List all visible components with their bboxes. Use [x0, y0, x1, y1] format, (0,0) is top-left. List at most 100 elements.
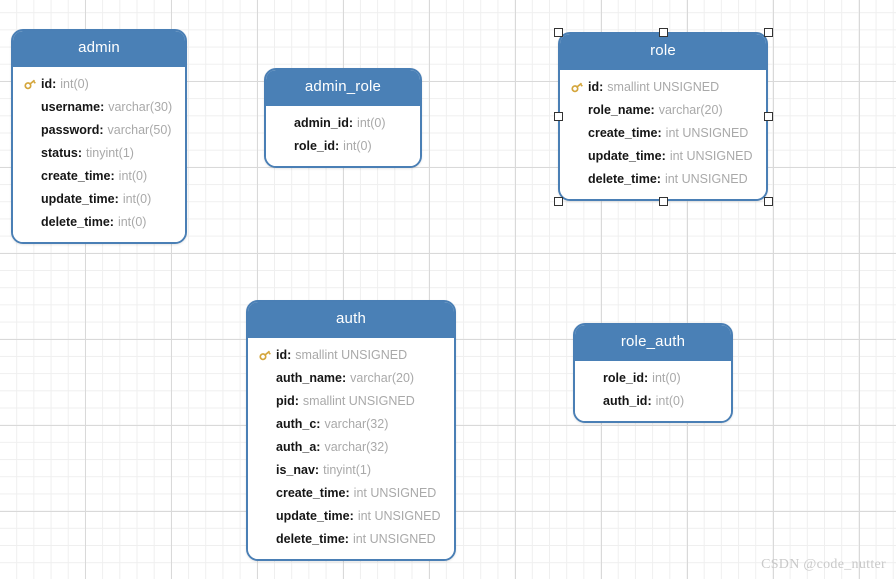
field-separator: : — [349, 508, 354, 523]
field-name: username — [41, 99, 101, 114]
resize-handle-ne[interactable] — [763, 27, 773, 37]
field-separator: : — [314, 462, 320, 477]
field-type: smallint UNSIGNED — [302, 393, 415, 408]
table-title-auth[interactable]: auth — [248, 302, 454, 338]
field-row[interactable]: role_id:int(0) — [575, 367, 731, 390]
field-name: auth_name — [276, 370, 342, 385]
primary-key-icon — [570, 80, 587, 94]
table-title-role[interactable]: role — [560, 34, 766, 70]
field-type: int(0) — [343, 138, 372, 153]
field-type: int(0) — [60, 76, 89, 91]
field-row[interactable]: id:smallint UNSIGNED — [560, 76, 766, 99]
field-name: id — [276, 347, 288, 362]
field-separator: : — [345, 485, 350, 500]
field-row[interactable]: is_nav:tinyint(1) — [248, 459, 454, 482]
field-row[interactable]: password:varchar(50) — [13, 119, 185, 142]
field-name: role_id — [294, 138, 335, 153]
field-type: varchar(32) — [324, 439, 389, 454]
field-row[interactable]: id:smallint UNSIGNED — [248, 344, 454, 367]
field-row[interactable]: role_id:int(0) — [266, 135, 420, 158]
field-row[interactable]: auth_a:varchar(32) — [248, 436, 454, 459]
field-row[interactable]: auth_id:int(0) — [575, 390, 731, 413]
field-name: auth_id — [603, 393, 648, 408]
field-row[interactable]: admin_id:int(0) — [266, 112, 420, 135]
primary-key-icon — [23, 77, 40, 91]
field-separator: : — [109, 214, 114, 229]
field-separator: : — [100, 99, 105, 114]
field-type: int UNSIGNED — [669, 148, 753, 163]
field-separator: : — [661, 148, 666, 163]
field-name: auth_a — [276, 439, 317, 454]
resize-handle-w[interactable] — [553, 112, 563, 121]
field-row[interactable]: auth_name:varchar(20) — [248, 367, 454, 390]
field-separator: : — [99, 122, 104, 137]
table-title-admin_role[interactable]: admin_role — [266, 70, 420, 106]
field-type: varchar(50) — [107, 122, 172, 137]
table-title-role_auth[interactable]: role_auth — [575, 325, 731, 361]
field-row[interactable]: id:int(0) — [13, 73, 185, 96]
field-type: varchar(20) — [350, 370, 415, 385]
field-separator: : — [335, 138, 340, 153]
field-separator: : — [644, 370, 649, 385]
resize-handle-e[interactable] — [763, 112, 773, 121]
field-row[interactable]: pid:smallint UNSIGNED — [248, 390, 454, 413]
resize-handle-s[interactable] — [658, 196, 668, 206]
field-separator: : — [316, 416, 321, 431]
field-type: int UNSIGNED — [665, 125, 749, 140]
field-row[interactable]: create_time:int(0) — [13, 165, 185, 188]
resize-handle-n[interactable] — [658, 27, 668, 37]
field-name: role_name — [588, 102, 651, 117]
field-row[interactable]: role_name:varchar(20) — [560, 99, 766, 122]
field-type: int(0) — [122, 191, 152, 206]
field-type: int UNSIGNED — [664, 171, 748, 186]
resize-handle-nw[interactable] — [553, 27, 563, 37]
field-type: int(0) — [357, 115, 386, 130]
field-name: pid — [276, 393, 295, 408]
field-row[interactable]: username:varchar(30) — [13, 96, 185, 119]
field-name: create_time — [588, 125, 658, 140]
field-row[interactable]: delete_time:int(0) — [13, 211, 185, 234]
table-fields-admin_role: admin_id:int(0)role_id:int(0) — [266, 105, 420, 166]
field-separator: : — [114, 191, 119, 206]
watermark-label: CSDN @code_nutter — [761, 557, 886, 572]
field-separator: : — [77, 145, 82, 160]
field-type: smallint UNSIGNED — [295, 347, 408, 362]
field-row[interactable]: delete_time:int UNSIGNED — [248, 528, 454, 551]
field-type: int UNSIGNED — [357, 508, 441, 523]
field-separator: : — [599, 79, 604, 94]
field-name: update_time — [588, 148, 662, 163]
field-name: update_time — [41, 191, 115, 206]
field-name: update_time — [276, 508, 350, 523]
field-name: role_id — [603, 370, 644, 385]
field-type: tinyint(1) — [323, 462, 372, 477]
field-row[interactable]: status:tinyint(1) — [13, 142, 185, 165]
field-row[interactable]: create_time:int UNSIGNED — [560, 122, 766, 145]
field-name: create_time — [41, 168, 111, 183]
primary-key-icon — [258, 348, 275, 362]
field-type: varchar(30) — [108, 99, 173, 114]
field-separator: : — [344, 531, 349, 546]
field-row[interactable]: update_time:int(0) — [13, 188, 185, 211]
table-title-admin[interactable]: admin — [13, 31, 185, 67]
field-separator: : — [342, 370, 347, 385]
field-type: int(0) — [117, 214, 147, 229]
resize-handle-sw[interactable] — [553, 196, 563, 206]
field-row[interactable]: delete_time:int UNSIGNED — [560, 168, 766, 191]
field-separator: : — [294, 393, 299, 408]
field-name: auth_c — [276, 416, 317, 431]
field-type: int(0) — [652, 370, 681, 385]
field-separator: : — [287, 347, 292, 362]
field-row[interactable]: create_time:int UNSIGNED — [248, 482, 454, 505]
resize-handle-se[interactable] — [763, 196, 773, 206]
field-row[interactable]: update_time:int UNSIGNED — [560, 145, 766, 168]
field-row[interactable]: auth_c:varchar(32) — [248, 413, 454, 436]
field-row[interactable]: update_time:int UNSIGNED — [248, 505, 454, 528]
field-separator: : — [316, 439, 321, 454]
